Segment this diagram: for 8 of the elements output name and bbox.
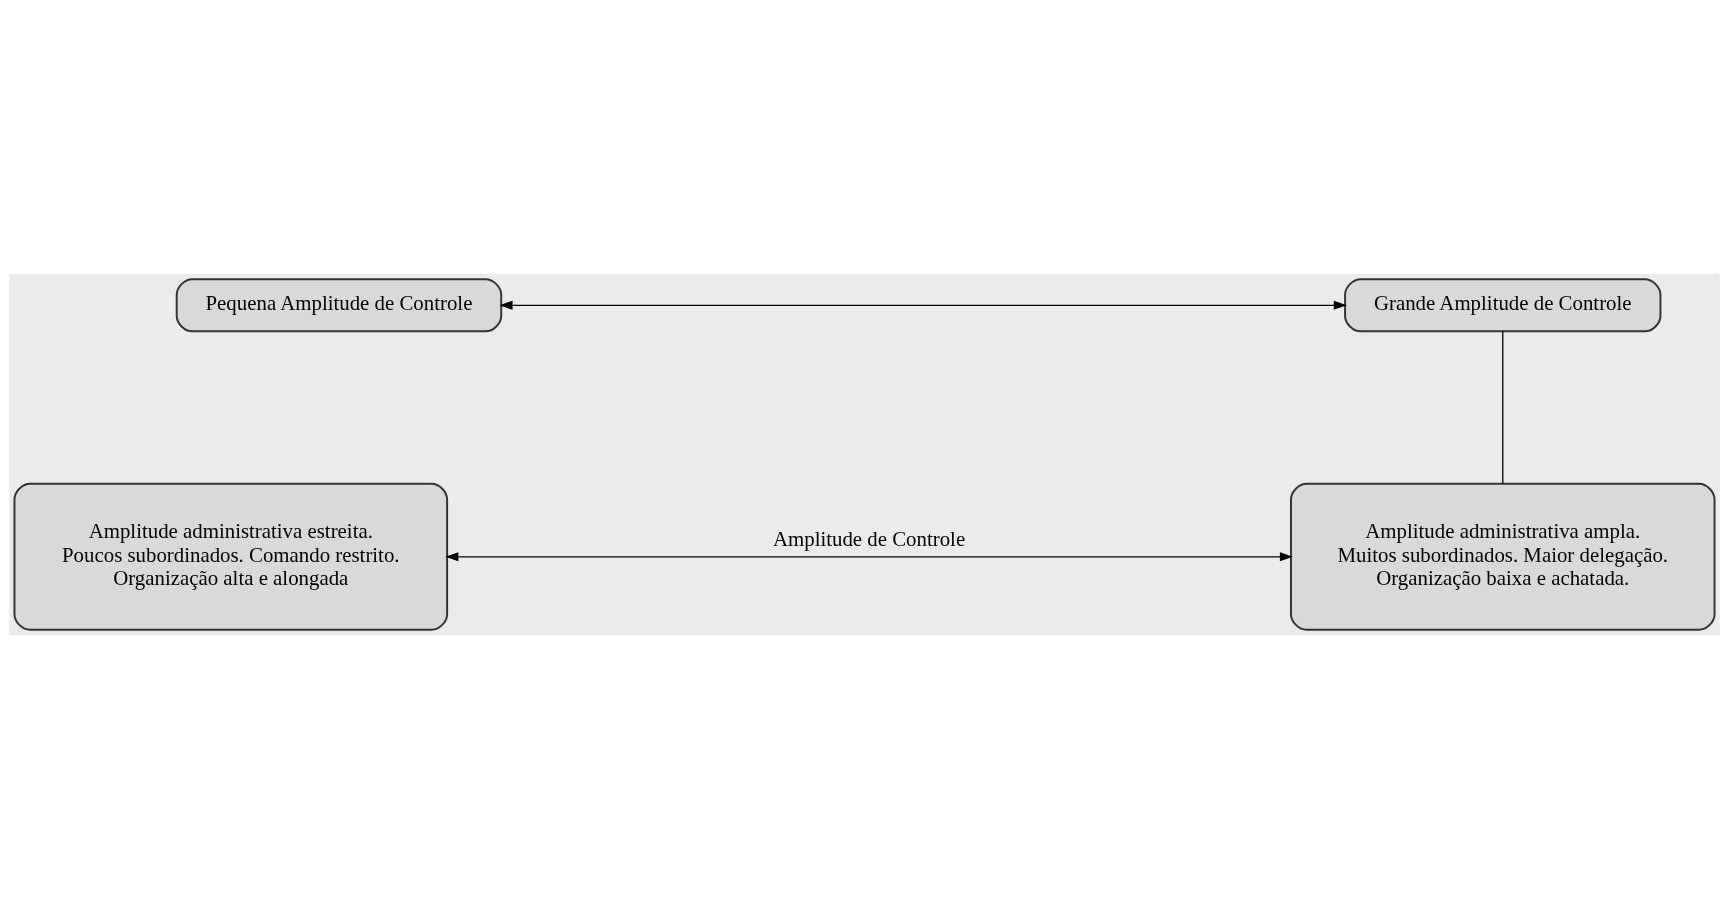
edge-label: Amplitude de Controle xyxy=(772,526,966,551)
node-box: Grande Amplitude de Controle xyxy=(1344,277,1662,332)
arrow xyxy=(445,551,1293,561)
arrow xyxy=(499,300,1347,310)
connector xyxy=(1502,330,1504,484)
node-box: Pequena Amplitude de Controle xyxy=(175,277,503,332)
node-box: Amplitude administrativa ampla. Muitos subordinados. Maior delegação. Organização baixa e achatada. xyxy=(1290,482,1716,631)
node-box: Amplitude administrativa estreita. Poucos subordinados. Comando restrito. Organização alta e alongada xyxy=(13,482,449,631)
